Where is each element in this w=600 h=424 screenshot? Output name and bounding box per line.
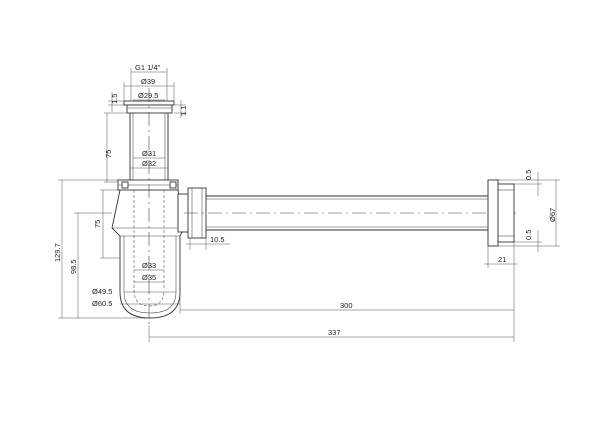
dimension-labels: G1 1/4" Ø39 Ø29.5 Ø31 Ø32 Ø33 Ø35 Ø49.5 … [53,63,557,337]
dimension-lines [58,68,560,342]
label-d29-5: Ø29.5 [138,91,158,100]
label-d33: Ø33 [142,261,156,270]
label-d32: Ø32 [142,159,156,168]
label-300: 300 [340,301,353,310]
label-d35: Ø35 [142,273,156,282]
label-1-1: 1.1 [179,106,188,116]
label-thread: G1 1/4" [135,63,161,72]
label-75-top: 75 [104,150,113,158]
label-0-5-top: 0.5 [524,170,533,180]
label-337: 337 [328,328,341,337]
horizontal-wall-pipe [177,179,520,247]
label-d67: Ø67 [548,208,557,222]
label-d31: Ø31 [142,149,156,158]
label-98-5: 98.5 [69,259,78,274]
label-d60-5: Ø60.5 [92,299,112,308]
trap-body [111,179,185,319]
label-0-5-bottom: 0.5 [524,230,533,240]
label-10-5: 10.5 [210,235,225,244]
label-129-7: 129.7 [53,243,62,262]
label-21: 21 [498,255,506,264]
label-1-5: 1.5 [110,94,119,104]
label-75-mid: 75 [93,220,102,228]
label-d39: Ø39 [141,77,155,86]
label-d49-5: Ø49.5 [92,287,112,296]
